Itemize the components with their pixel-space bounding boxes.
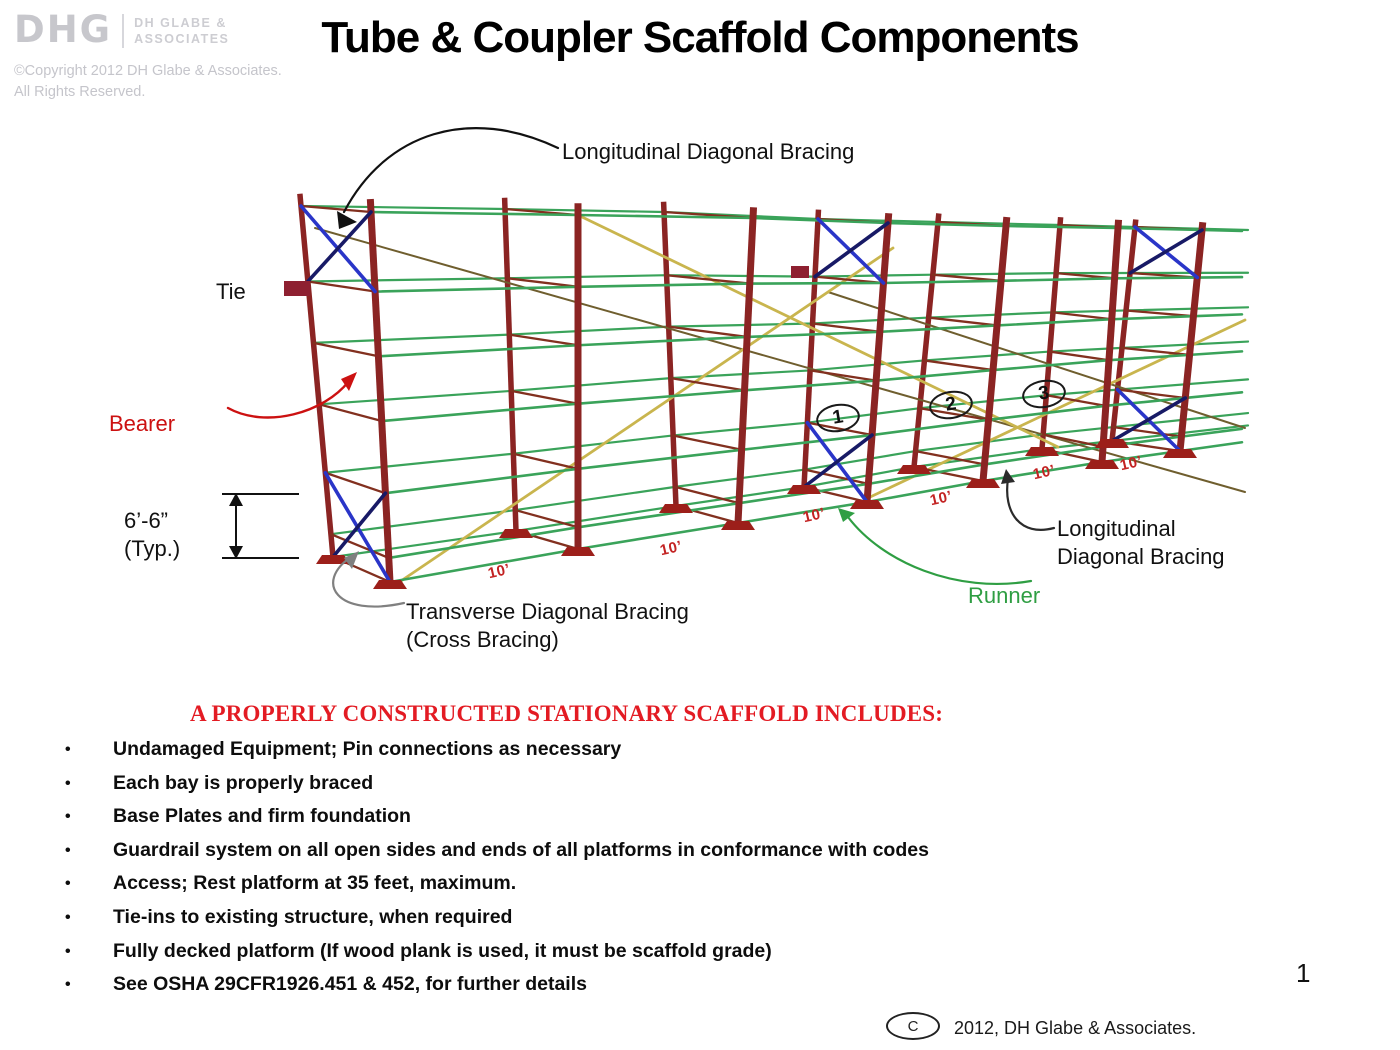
checklist: Undamaged Equipment; Pin connections as … [63,733,1313,1002]
footer-copyright-text: 2012, DH Glabe & Associates. [954,1017,1197,1038]
list-item: Access; Rest platform at 35 feet, maximu… [63,867,1313,901]
page-title: Tube & Coupler Scaffold Components [321,13,1079,62]
company-logo: DHG DH GLABE & ASSOCIATES [14,8,229,51]
label-runner: Runner [968,583,1041,608]
logo-name-line1: DH GLABE & [134,16,227,30]
label-longitudinal-bracing-right: Longitudinal Diagonal Bracing [1057,515,1225,571]
label-longitudinal-bracing-top: Longitudinal Diagonal Bracing [562,139,855,164]
footer-copyright: C 2012, DH Glabe & Associates. [886,1012,1196,1040]
header-copyright-line2: All Rights Reserved. [14,84,146,100]
longitudinal-right-line1: Longitudinal [1057,516,1176,541]
dimension-qualifier: (Typ.) [124,536,181,561]
longitudinal-right-line2: Diagonal Bracing [1057,544,1225,569]
list-item: Guardrail system on all open sides and e… [63,834,1313,868]
list-item: Each bay is properly braced [63,767,1313,801]
list-item: Fully decked platform (If wood plank is … [63,935,1313,969]
label-transverse-bracing: Transverse Diagonal Bracing (Cross Braci… [406,598,689,654]
dimension-value: 6’-6” [124,508,169,533]
label-lift-dimension: 6’-6” (Typ.) [124,507,180,563]
label-tie: Tie [216,279,246,304]
copyright-symbol-icon: C [886,1012,940,1040]
logo-company-name: DH GLABE & ASSOCIATES [134,12,229,47]
list-item: Tie-ins to existing structure, when requ… [63,901,1313,935]
transverse-line1: Transverse Diagonal Bracing [406,599,689,624]
checklist-heading: A PROPERLY CONSTRUCTED STATIONARY SCAFFO… [190,701,944,726]
label-bearer: Bearer [109,411,176,436]
list-item: See OSHA 29CFR1926.451 & 452, for furthe… [63,968,1313,1002]
list-item: Base Plates and firm foundation [63,800,1313,834]
logo-divider [122,14,125,48]
list-item: Undamaged Equipment; Pin connections as … [63,733,1313,767]
page-number: 1 [1296,958,1311,988]
dhg-logo-icon: DHG [14,8,113,51]
header-copyright-line1: ©Copyright 2012 DH Glabe & Associates. [14,63,282,79]
transverse-line2: (Cross Bracing) [406,627,559,652]
logo-name-line2: ASSOCIATES [134,32,230,46]
header-copyright: ©Copyright 2012 DH Glabe & Associates. A… [14,61,282,103]
